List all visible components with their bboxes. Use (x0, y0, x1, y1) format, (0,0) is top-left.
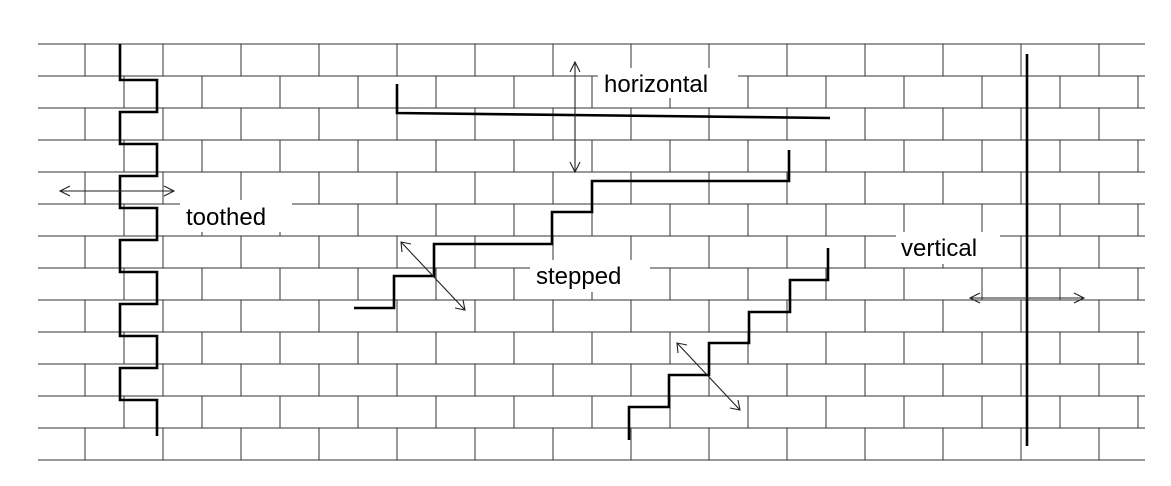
horizontal-label: horizontal (604, 71, 708, 98)
stepped-lower-diagonal-arrow (676, 342, 741, 411)
stepped-upper-diagonal-arrow (400, 241, 466, 311)
vertical-double-arrow (968, 292, 1086, 304)
movement-arrows (58, 60, 1086, 411)
stepped-label: stepped (536, 263, 621, 290)
horizontal-crack-arrows (569, 60, 581, 174)
vertical-label: vertical (901, 235, 977, 262)
toothed-double-arrow (58, 185, 176, 197)
stepped-crack-lower (627, 248, 830, 440)
crack-lines (118, 44, 1029, 446)
toothed-label: toothed (186, 204, 266, 231)
stepped-crack-upper (354, 150, 791, 310)
horizontal-crack (395, 84, 831, 120)
toothed-crack (118, 44, 159, 436)
